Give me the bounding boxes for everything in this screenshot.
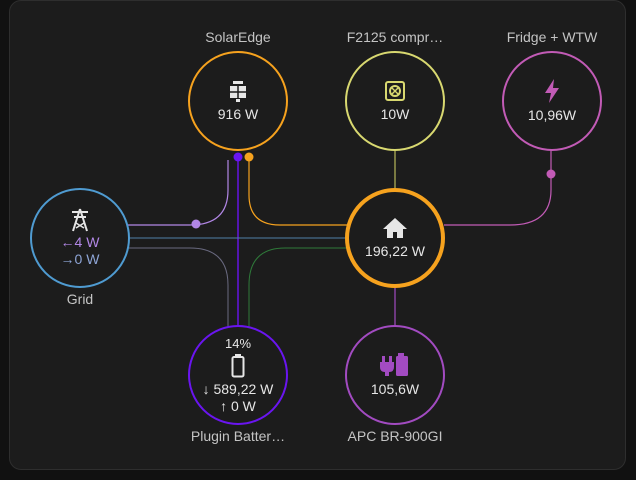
line-solar-grid bbox=[128, 160, 229, 226]
dot-solar-home bbox=[244, 152, 254, 162]
f2125-value: 10W bbox=[380, 105, 410, 122]
dot-solar-grid bbox=[191, 219, 201, 229]
home-node[interactable]: 196,22 W bbox=[345, 188, 445, 288]
line-solar-home bbox=[248, 160, 348, 226]
fridge-node[interactable]: 10,96W bbox=[502, 51, 602, 151]
line-grid-battery bbox=[128, 247, 229, 327]
lightning-bolt-icon bbox=[543, 78, 561, 103]
grid-node[interactable]: ←4 W →0 W bbox=[30, 188, 130, 288]
line-battery-home bbox=[248, 247, 348, 327]
grid-import-value: ←4 W bbox=[60, 234, 100, 250]
solar-label: SolarEdge bbox=[205, 29, 271, 45]
dot-solar-battery bbox=[233, 152, 243, 162]
dot-home-fridge bbox=[546, 169, 556, 179]
grid-export-value: →0 W bbox=[60, 251, 100, 267]
home-value: 196,22 W bbox=[365, 242, 425, 259]
power-plug-battery-icon bbox=[380, 352, 410, 377]
washing-machine-icon bbox=[384, 80, 406, 102]
apc-node[interactable]: 105,6W bbox=[345, 325, 445, 425]
line-home-fridge bbox=[444, 150, 552, 226]
battery-label: Plugin Batter… bbox=[190, 428, 286, 444]
f2125-node[interactable]: 10W bbox=[345, 51, 445, 151]
battery-icon bbox=[231, 353, 245, 378]
transmission-tower-icon bbox=[69, 208, 91, 232]
solar-node[interactable]: 916 W bbox=[188, 51, 288, 151]
solar-panel-icon bbox=[225, 80, 251, 102]
home-icon bbox=[382, 217, 408, 239]
solar-value: 916 W bbox=[217, 105, 259, 122]
f2125-label: F2125 compr… bbox=[346, 29, 444, 45]
apc-value: 105,6W bbox=[370, 380, 420, 397]
fridge-value: 10,96W bbox=[527, 106, 577, 123]
battery-node[interactable]: 14% ↓ 589,22 W ↑ 0 W bbox=[188, 325, 288, 425]
apc-label: APC BR-900GI bbox=[347, 428, 443, 444]
grid-label: Grid bbox=[66, 291, 94, 307]
battery-out-value: ↑ 0 W bbox=[220, 397, 256, 414]
battery-in-value: ↓ 589,22 W bbox=[202, 380, 274, 397]
battery-percent: 14% bbox=[224, 335, 252, 351]
fridge-label: Fridge + WTW bbox=[506, 29, 598, 45]
